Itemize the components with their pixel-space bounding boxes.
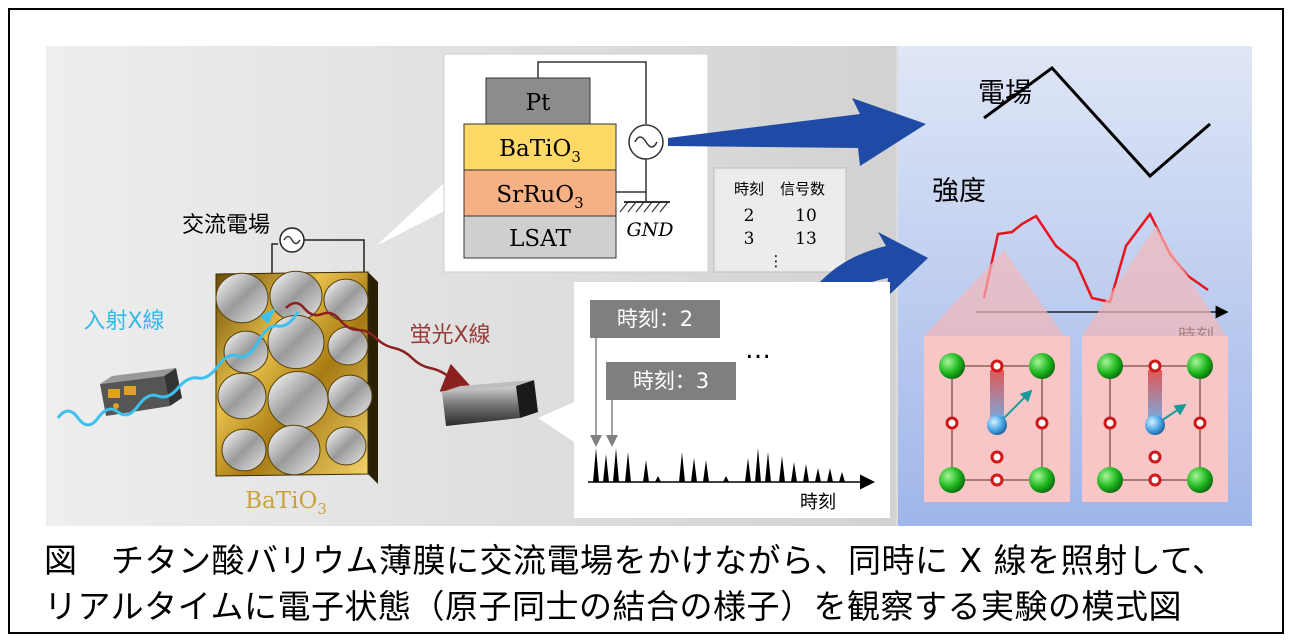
incident-xray-beam (56, 311, 300, 427)
table-row-1-signal: 10 (795, 206, 817, 226)
arrow-to-field-graph (668, 98, 926, 166)
time-tag-2 (606, 362, 736, 400)
table-panel (713, 167, 847, 273)
pulse-spike (803, 464, 809, 482)
photon-pulses (593, 448, 845, 482)
time-tag-1 (590, 300, 720, 338)
batio3-label: BaTiO3 (499, 136, 581, 166)
ba-atom (1187, 467, 1213, 493)
table-more: ⋮ (769, 252, 784, 270)
pulse-spike (827, 468, 833, 482)
timing-axis-label: 時刻 (800, 492, 836, 513)
ba-atom (939, 353, 965, 379)
table-row-2-signal: 13 (795, 229, 817, 249)
pulse-spike (625, 452, 631, 482)
pulse-spike (779, 456, 785, 482)
pore (267, 424, 321, 476)
fluorescent-xray-beam (285, 301, 473, 392)
layer-stack-inset: Pt BaTiO3 SrRuO3 LSAT GND (376, 53, 709, 273)
pore (325, 426, 367, 466)
pulse-spike (755, 448, 761, 482)
pore (217, 372, 267, 420)
sample-pores (215, 270, 373, 476)
o-atom (1193, 416, 1207, 430)
o-atom (1148, 359, 1162, 373)
circuit-wire-top (537, 61, 647, 124)
pulse-spike (815, 468, 821, 482)
ba-atom (1029, 467, 1055, 493)
pulse-spike (723, 476, 729, 482)
sample-scene: 交流電場 BaTiO3 入射X線 (56, 213, 538, 518)
table-header-signal: 信号数 (780, 180, 825, 198)
timing-inset: 時刻：2 時刻：3 … 時刻 (538, 282, 890, 518)
bond (990, 370, 1004, 421)
o-atom (990, 359, 1004, 373)
callout-pointer (376, 170, 458, 246)
caption-line-2: リアルタイムに電子状態（原子同士の結合の様子）を観察する実験の模式図 (44, 587, 1183, 626)
o-atom (990, 473, 1004, 487)
o-atom (1035, 416, 1049, 430)
o-atom (945, 416, 959, 430)
table-row-2-time: 3 (744, 229, 755, 249)
pulse-spike (679, 452, 685, 482)
pulse-spike (765, 452, 771, 482)
pulse-spike (839, 472, 845, 482)
ti-atom (1145, 415, 1165, 435)
incident-xray-label: 入射X線 (83, 309, 164, 334)
ac-field-label: 交流電場 (182, 213, 270, 238)
pore (323, 278, 369, 322)
figure-frame: Pt BaTiO3 SrRuO3 LSAT GND (8, 8, 1284, 634)
detector (442, 386, 520, 426)
pulse-spike (691, 458, 697, 482)
pore (267, 371, 329, 429)
table-header-time: 時刻 (734, 180, 764, 198)
pt-layer (485, 77, 591, 125)
right-panel: 電場 強度 時刻 (924, 65, 1229, 502)
ba-atom (1029, 353, 1055, 379)
pore (215, 272, 269, 324)
time-tag-2-label: 時刻：3 (633, 369, 709, 393)
figure-caption: 図 チタン酸バリウム薄膜に交流電場をかけながら、同時に X 線を照射して、 リア… (44, 538, 1274, 630)
table-row-1-time: 2 (744, 206, 755, 226)
time-tag-1-label: 時刻：2 (617, 307, 693, 331)
data-table: 時刻 信号数 2 10 3 13 ⋮ (713, 167, 847, 273)
pore (267, 314, 325, 370)
ba-atom (1097, 467, 1123, 493)
pore (327, 374, 373, 418)
pulse-spike (613, 448, 619, 482)
pore (327, 326, 369, 366)
diagram-canvas: Pt BaTiO3 SrRuO3 LSAT GND (46, 46, 1252, 526)
caption-line-1: 図 チタン酸バリウム薄膜に交流電場をかけながら、同時に X 線を照射して、 (44, 541, 1226, 580)
timing-ellipsis: … (745, 335, 771, 365)
pulse-spike (703, 460, 709, 482)
ba-atom (1097, 353, 1123, 379)
gnd-label: GND (626, 219, 673, 241)
intensity-label: 強度 (932, 176, 986, 207)
ba-atom (939, 467, 965, 493)
o-atom (1148, 450, 1162, 464)
o-atom (990, 450, 1004, 464)
bond (1148, 370, 1162, 421)
sample-label: BaTiO3 (245, 488, 327, 518)
timing-callout-pointer (538, 402, 574, 442)
lsat-label: LSAT (509, 226, 571, 252)
o-atom (1148, 473, 1162, 487)
pulse-spike (593, 448, 599, 482)
pulse-spike (603, 454, 609, 482)
o-atom (1103, 416, 1117, 430)
pore (221, 428, 267, 472)
ti-atom (987, 415, 1007, 435)
field-waveform (983, 65, 1211, 179)
pulse-spike (745, 458, 751, 482)
pulse-spike (643, 460, 649, 482)
pulse-spike (791, 462, 797, 482)
ba-atom (1187, 353, 1213, 379)
pulse-spike (655, 476, 661, 482)
pt-label: Pt (526, 90, 551, 116)
experiment-diagram: Pt BaTiO3 SrRuO3 LSAT GND (46, 46, 1252, 526)
srruo3-label: SrRuO3 (496, 182, 583, 212)
lsat-layer (463, 215, 617, 259)
fluorescent-xray-label: 蛍光X線 (409, 323, 490, 348)
